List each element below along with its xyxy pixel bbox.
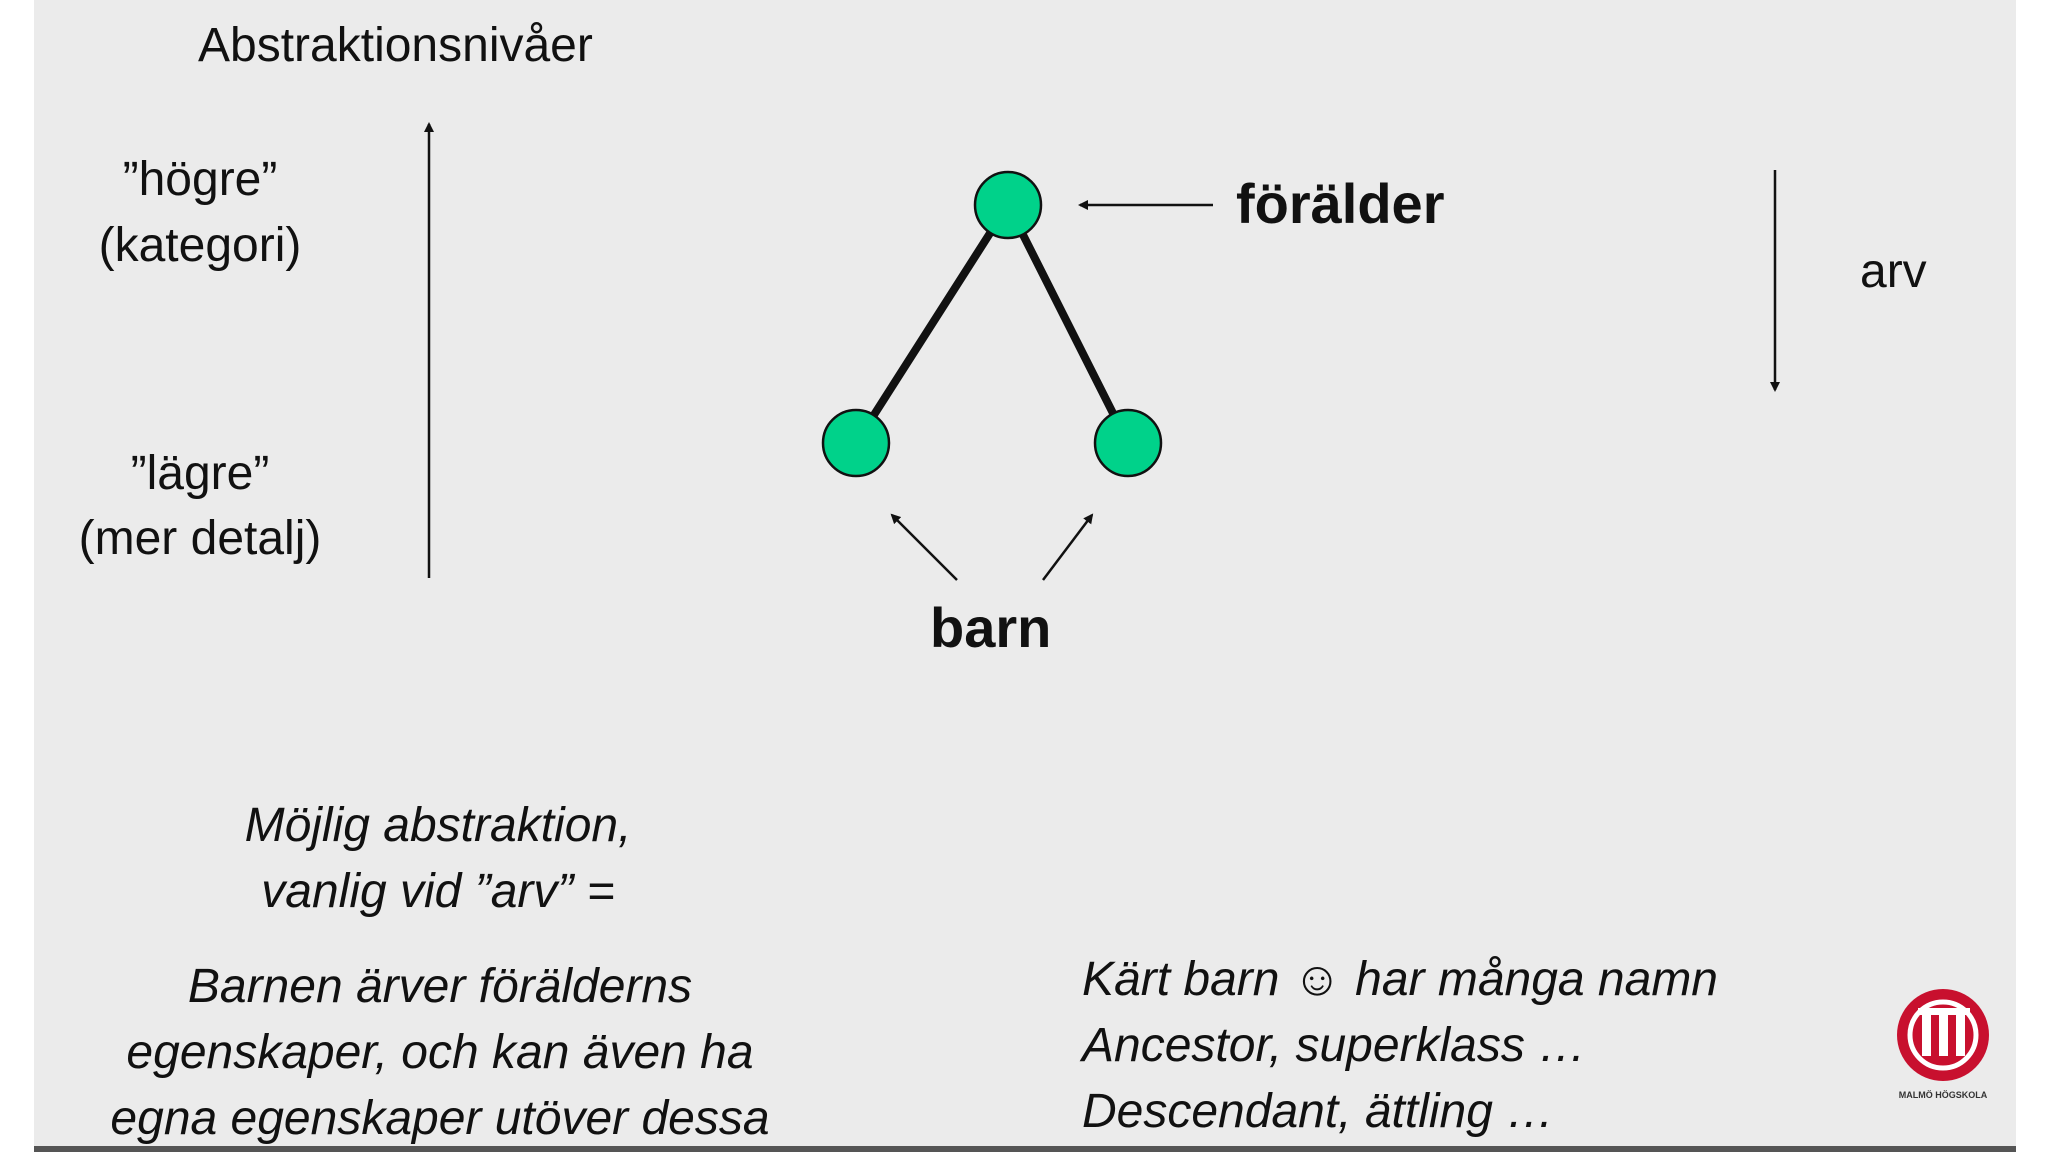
bottom-bar (34, 1146, 2016, 1152)
inheritance-desc-line3: egna egenskaper utöver dessa (110, 1092, 770, 1145)
tree-edge-right (1004, 201, 1132, 447)
child-node-left (821, 408, 891, 478)
malmo-hogskola-logo (1897, 989, 1989, 1081)
level-lower-desc: (mer detalj) (78, 512, 322, 565)
tree-edge-left (852, 201, 1012, 447)
abstraction-note-line1: Möjlig abstraktion, (244, 799, 632, 852)
logo-caption: MALMÖ HÖGSKOLA (1898, 1090, 1988, 1100)
abstraction-note-line2: vanlig vid ”arv” = (261, 865, 615, 918)
page-title: Abstraktionsnivåer (198, 19, 593, 72)
child-pointer-arrow-right (1042, 513, 1094, 581)
children-label: barn (930, 596, 1052, 659)
names-note-line3: Descendant, ättling … (1082, 1085, 1555, 1138)
level-lower-quote: ”lägre” (130, 447, 270, 500)
names-note-line2: Ancestor, superklass … (1082, 1019, 1587, 1072)
inheritance-label: arv (1860, 245, 1927, 298)
inheritance-desc-line2: egenskaper, och kan även ha (126, 1026, 754, 1079)
names-note-line1: Kärt barn ☺ har många namn (1082, 953, 1718, 1006)
child-pointer-arrow-left (890, 513, 958, 581)
parent-node (973, 170, 1043, 240)
level-higher-desc: (kategori) (98, 219, 302, 272)
parent-label: förälder (1236, 172, 1445, 235)
level-higher-quote: ”högre” (122, 153, 278, 206)
child-node-right (1093, 408, 1163, 478)
inheritance-desc-line1: Barnen ärver förälderns (187, 960, 693, 1013)
